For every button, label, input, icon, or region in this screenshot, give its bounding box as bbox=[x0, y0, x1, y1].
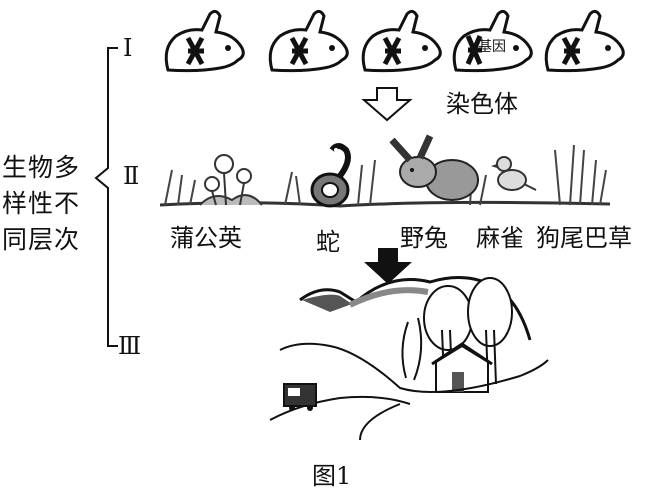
landscape-illustration bbox=[269, 276, 549, 441]
side-label-line-1: 生物多 bbox=[2, 153, 81, 182]
rabbit-head-2 bbox=[268, 9, 349, 73]
hollow-down-arrow bbox=[361, 87, 413, 122]
level-3-label: Ⅲ bbox=[118, 332, 142, 360]
chromosome-label: 染色体 bbox=[446, 90, 518, 118]
sparrow-icon bbox=[491, 156, 537, 191]
species-label-dandelion: 蒲公英 bbox=[170, 224, 242, 252]
side-label-line-3: 同层次 bbox=[2, 225, 81, 254]
species-strip bbox=[159, 134, 611, 208]
snake-icon bbox=[310, 143, 351, 208]
gene-label: 基因 bbox=[478, 39, 506, 55]
solid-down-arrow bbox=[364, 248, 412, 284]
rabbit-icon bbox=[389, 134, 479, 201]
dandelion-icon bbox=[199, 154, 263, 206]
truck-icon bbox=[283, 383, 317, 411]
species-label-rabbit: 野兔 bbox=[400, 224, 448, 252]
rabbit-head-5 bbox=[544, 9, 625, 73]
species-label-snake: 蛇 bbox=[316, 228, 340, 256]
biodiversity-levels-label: 生物多 样性不 同层次 bbox=[2, 150, 94, 258]
species-label-sparrow: 麻雀 bbox=[476, 224, 524, 252]
level-2-label: Ⅱ bbox=[123, 162, 140, 190]
level-bracket bbox=[94, 47, 118, 347]
species-label-foxtail: 狗尾巴草 bbox=[536, 224, 632, 252]
rabbit-head-4 bbox=[452, 9, 533, 73]
side-label-line-2: 样性不 bbox=[2, 189, 81, 218]
rabbit-head-3 bbox=[361, 9, 442, 73]
level-1-label: Ⅰ bbox=[123, 34, 133, 62]
figure-caption: 图1 bbox=[312, 462, 352, 490]
rabbit-head-1 bbox=[164, 9, 245, 73]
